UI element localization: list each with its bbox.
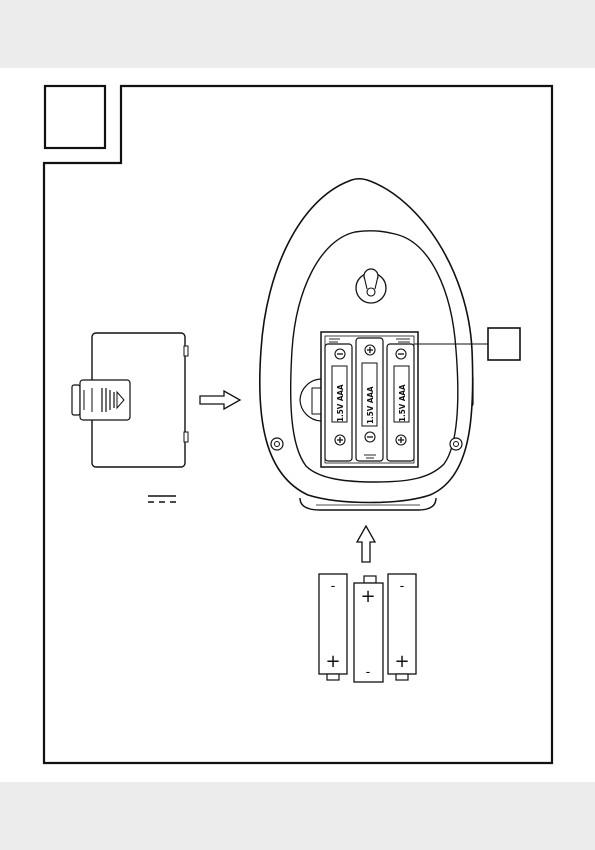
battery-right-bottom-sign: + [394,651,409,672]
battery-left-top-sign: - [331,579,336,594]
battery-middle-top-sign: + [360,586,375,607]
figure-number-box [45,86,105,148]
battery-middle-bottom-sign: - [366,665,371,680]
battery-cover [72,333,188,467]
battery-right-top-sign: - [400,579,405,594]
battery-2-label: 1.5V AAA [366,386,375,424]
battery-left-bottom-sign: + [325,651,340,672]
compartment-battery-1: 1.5V AAA [325,339,352,461]
dc-symbol-icon [148,496,176,502]
loose-battery-left: - + [319,574,347,680]
right-arrow-icon [200,391,240,409]
callout-box [488,328,520,360]
compartment-battery-3: 1.5V AAA [387,339,414,461]
battery-3-label: 1.5V AAA [398,384,407,422]
battery-1-label: 1.5V AAA [336,384,345,422]
loose-battery-right: - + [388,574,416,680]
up-arrow-icon [357,526,375,562]
loose-battery-middle: + - [354,576,383,682]
compartment-battery-2: 1.5V AAA [356,338,383,461]
